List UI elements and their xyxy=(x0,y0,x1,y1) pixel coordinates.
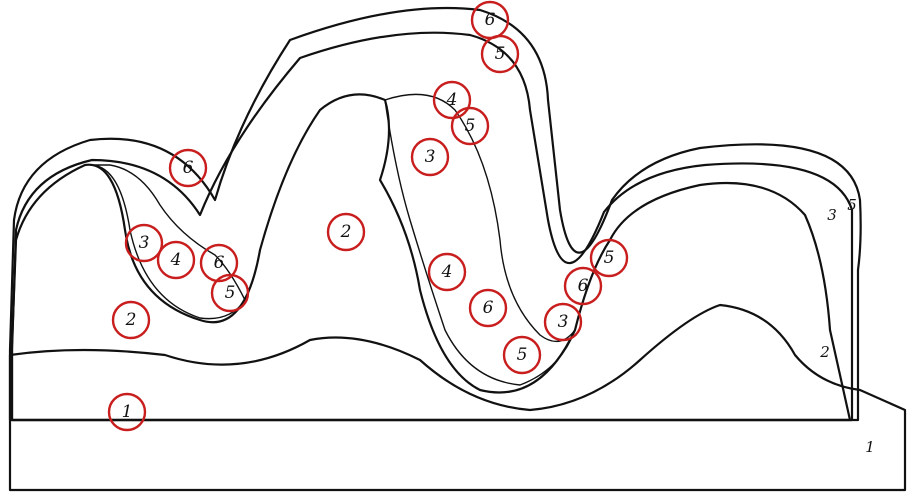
label-2-right: 2 xyxy=(819,343,830,361)
svg-text:3: 3 xyxy=(558,312,569,332)
svg-text:5: 5 xyxy=(517,345,528,365)
marker-2-center: 2 xyxy=(328,214,364,250)
svg-text:6: 6 xyxy=(578,276,589,296)
marker-5-top: 5 xyxy=(482,36,518,72)
left-fold-channel xyxy=(90,165,245,319)
marker-5-bottom: 5 xyxy=(504,337,540,373)
svg-text:5: 5 xyxy=(225,283,236,303)
marker-1-bottom: 1 xyxy=(109,394,145,430)
label-3-right: 3 xyxy=(827,206,837,224)
svg-text:4: 4 xyxy=(446,90,458,110)
marker-5-right: 5 xyxy=(591,240,627,276)
marker-6-left: 6 xyxy=(170,150,206,186)
svg-text:2: 2 xyxy=(125,310,137,330)
svg-text:3: 3 xyxy=(139,233,150,253)
marker-4-upper: 4 xyxy=(434,82,470,118)
svg-text:6: 6 xyxy=(214,253,225,273)
svg-text:3: 3 xyxy=(425,147,436,167)
marker-6-center-low: 6 xyxy=(470,290,506,326)
svg-text:5: 5 xyxy=(604,248,615,268)
marker-4-center: 4 xyxy=(429,254,465,290)
svg-text:2: 2 xyxy=(340,222,352,242)
svg-text:5: 5 xyxy=(495,44,506,64)
svg-text:1: 1 xyxy=(122,402,133,422)
svg-text:4: 4 xyxy=(441,262,453,282)
marker-5-left-low: 5 xyxy=(212,275,248,311)
central-fold-channel xyxy=(385,94,575,385)
svg-text:4: 4 xyxy=(170,250,182,270)
svg-text:5: 5 xyxy=(465,116,476,136)
label-5-right: 5 xyxy=(847,196,857,214)
marker-3-left: 3 xyxy=(126,225,162,261)
svg-text:6: 6 xyxy=(183,158,194,178)
marker-4-left: 4 xyxy=(158,242,194,278)
marker-3-right: 3 xyxy=(545,304,581,340)
svg-text:6: 6 xyxy=(483,298,494,318)
marker-5-upper: 5 xyxy=(452,108,488,144)
label-1-right: 1 xyxy=(865,438,875,456)
marker-2-left: 2 xyxy=(113,302,149,338)
svg-text:6: 6 xyxy=(485,10,496,30)
marker-3-mid: 3 xyxy=(412,139,448,175)
crust-layer xyxy=(10,8,861,420)
